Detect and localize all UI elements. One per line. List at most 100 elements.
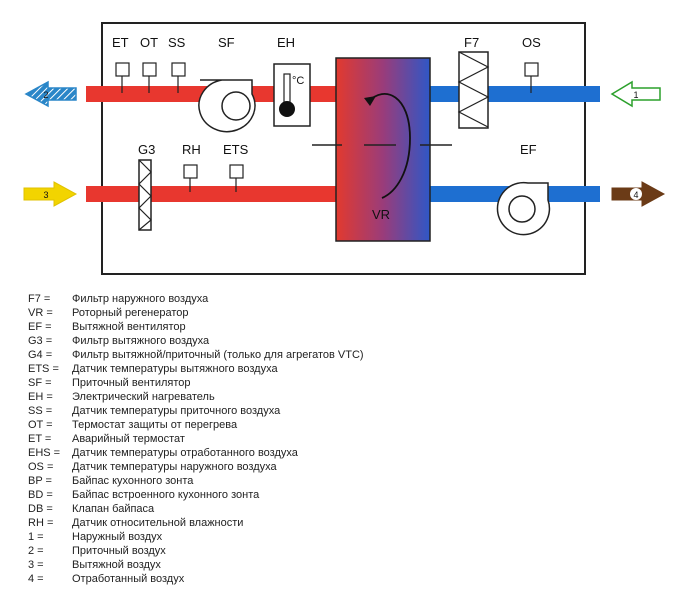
legend-row: 2 =Приточный воздух [28, 544, 668, 558]
legend-description: Клапан байпаса [72, 503, 155, 515]
legend-row: G4 = Фильтр вытяжной/приточный (только дл… [28, 348, 668, 362]
legend-row: ETS = Датчик температуры вытяжного воздух… [28, 362, 668, 376]
legend-row: 3 = Вытяжной воздух [28, 558, 668, 572]
legend-row: DB = Клапан байпаса [28, 502, 668, 516]
legend-row: ET = Аварийный термостат [28, 432, 668, 446]
eh-unit-label: °C [292, 75, 304, 87]
legend-description: Датчик температуры вытяжного воздуха [72, 363, 278, 375]
ef-label: EF [520, 142, 537, 157]
legend-row: RH = Датчик относительной влажности [28, 516, 668, 530]
ventilation-unit-diagram: VR ET OT SS SF EH °C F7 OS G3 RH ETS EF … [23, 22, 666, 275]
legend-code: SS = [28, 405, 53, 417]
legend-code: ET = [28, 433, 52, 445]
legend-description: Вытяжной вентилятор [72, 321, 186, 333]
legend-description: Термостат защиты от перегрева [72, 419, 238, 431]
legend-row: SF = Приточный вентилятор [28, 376, 668, 390]
legend-description: Вытяжной воздух [72, 559, 161, 571]
extract-filter-zigzag [138, 159, 152, 231]
g3-label: G3 [138, 142, 155, 157]
legend-description: Датчик температуры наружного воздуха [72, 461, 277, 473]
legend-code: 4 = [28, 573, 44, 585]
port-1-arrow [610, 80, 661, 108]
legend-description: Байпас кухонного зонта [72, 475, 194, 487]
thermometer-bulb-icon [279, 101, 295, 117]
rotary-heat-exchanger [335, 57, 431, 242]
legend-row: BD =Байпас встроенного кухонного зонта [28, 488, 668, 502]
legend-code: DB = [28, 503, 53, 515]
extract-air-filter [138, 159, 152, 231]
port-3-label: 3 [43, 190, 48, 200]
port-3-arrow [23, 181, 78, 207]
legend-row: F7 = Фильтр наружного воздуха [28, 292, 668, 306]
legend-code: RH = [28, 517, 54, 529]
legend-row: BP = Байпас кухонного зонта [28, 474, 668, 488]
legend-row: VR = Роторный регенератор [28, 306, 668, 320]
legend-code: 3 = [28, 559, 44, 571]
port-1-label: 1 [633, 90, 638, 100]
legend-row: OS = Датчик температуры наружного воздуха [28, 460, 668, 474]
legend-description: Электрический нагреватель [72, 391, 215, 403]
legend-description: Приточный вентилятор [72, 377, 191, 389]
legend-code: G4 = [28, 349, 53, 361]
legend-code: SF = [28, 377, 52, 389]
legend-code: EHS = [28, 447, 61, 459]
ets-sensor [229, 164, 244, 179]
ot-sensor [142, 62, 157, 77]
legend-code: VR = [28, 307, 53, 319]
port-2-arrow [24, 80, 77, 108]
et-sensor [115, 62, 130, 77]
legend-code: BP = [28, 475, 52, 487]
legend-code: BD = [28, 489, 53, 501]
rh-label: RH [182, 142, 201, 157]
legend-description: Датчик температуры отработанного воздуха [72, 447, 298, 459]
legend-code: EH = [28, 391, 53, 403]
rotation-arrow-icon [367, 93, 411, 199]
extract-air-duct [86, 186, 338, 202]
legend-description: Фильтр вытяжного воздуха [72, 335, 210, 347]
legend-description: Наружный воздух [72, 531, 163, 543]
legend-row: 4 =Отработанный воздух [28, 572, 668, 586]
supply-fan-hub [221, 91, 251, 121]
legend-row: EF = Вытяжной вентилятор [28, 320, 668, 334]
ss-sensor [171, 62, 186, 77]
legend-code: G3 = [28, 335, 53, 347]
exhaust-fan-icon [496, 181, 551, 236]
vr-label: VR [372, 207, 390, 222]
legend-code: EF = [28, 321, 52, 333]
legend-description: Датчик относительной влажности [72, 517, 244, 529]
legend-description: Фильтр наружного воздуха [72, 293, 209, 305]
legend-description: Аварийный термостат [72, 433, 185, 445]
ss-label: SS [168, 35, 186, 50]
legend-code: 1 = [28, 531, 44, 543]
os-sensor [524, 62, 539, 77]
port-4-label: 4 [633, 190, 638, 200]
legend-row: EH = Электрический нагреватель [28, 390, 668, 404]
ets-label: ETS [223, 142, 249, 157]
outdoor-air-duct [430, 86, 600, 102]
rotation-arrowhead-icon [364, 96, 376, 106]
ot-label: OT [140, 35, 158, 50]
legend-code: OS = [28, 461, 54, 473]
port-4-badge [630, 188, 642, 200]
legend-row: SS = Датчик температуры приточного воздух… [28, 404, 668, 418]
et-label: ET [112, 35, 129, 50]
legend: F7 = Фильтр наружного воздуха VR = Роторный… [28, 292, 668, 586]
os-label: OS [522, 35, 541, 50]
legend-code: ETS = [28, 363, 59, 375]
legend-row: EHS = Датчик температуры отработанного во… [28, 446, 668, 460]
legend-description: Роторный регенератор [72, 307, 189, 319]
eh-label: EH [277, 35, 295, 50]
exhaust-fan-hub [508, 195, 536, 223]
electric-heater [273, 63, 311, 127]
legend-row: 1 = Наружный воздух [28, 530, 668, 544]
legend-description: Датчик температуры приточного воздуха [72, 405, 281, 417]
supply-fan-icon [198, 79, 256, 133]
legend-row: OT = Термостат защиты от перегрева [28, 418, 668, 432]
legend-code: OT = [28, 419, 53, 431]
legend-description: Фильтр вытяжной/приточный (только для аг… [72, 349, 364, 361]
thermometer-stem-icon [283, 73, 291, 105]
rh-sensor [183, 164, 198, 179]
sf-label: SF [218, 35, 235, 50]
legend-code: F7 = [28, 293, 51, 305]
port-2-label: 2 [43, 90, 48, 100]
